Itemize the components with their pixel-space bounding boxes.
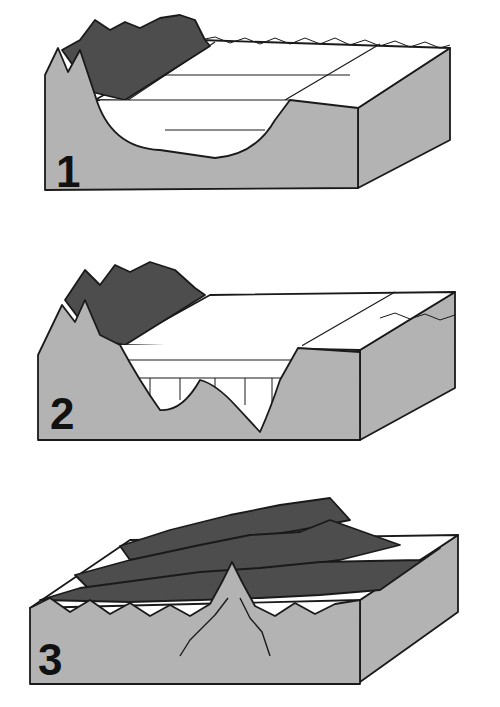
landscape-shape xyxy=(180,598,228,656)
landscape-shape xyxy=(285,44,380,100)
landscape-shape xyxy=(100,99,290,100)
landscape-shape xyxy=(200,37,450,48)
panel-number: 2 xyxy=(50,392,74,436)
landscape-shape xyxy=(298,292,395,348)
landscape-shape xyxy=(245,378,246,405)
block-one xyxy=(45,15,450,190)
landscape-shape xyxy=(150,74,350,75)
landscape-shape xyxy=(45,48,358,190)
landscape-shape xyxy=(165,130,265,131)
landscape-shape xyxy=(120,359,298,360)
landscape-shape xyxy=(180,378,181,400)
landscape-shape xyxy=(380,313,455,320)
block-three xyxy=(30,498,458,684)
landscape-shape xyxy=(240,598,270,656)
panel-number: 1 xyxy=(56,150,80,194)
landscape-shape xyxy=(38,300,360,440)
panel-number: 3 xyxy=(38,638,62,682)
landscape-shape xyxy=(30,562,360,684)
block-two xyxy=(38,262,455,440)
